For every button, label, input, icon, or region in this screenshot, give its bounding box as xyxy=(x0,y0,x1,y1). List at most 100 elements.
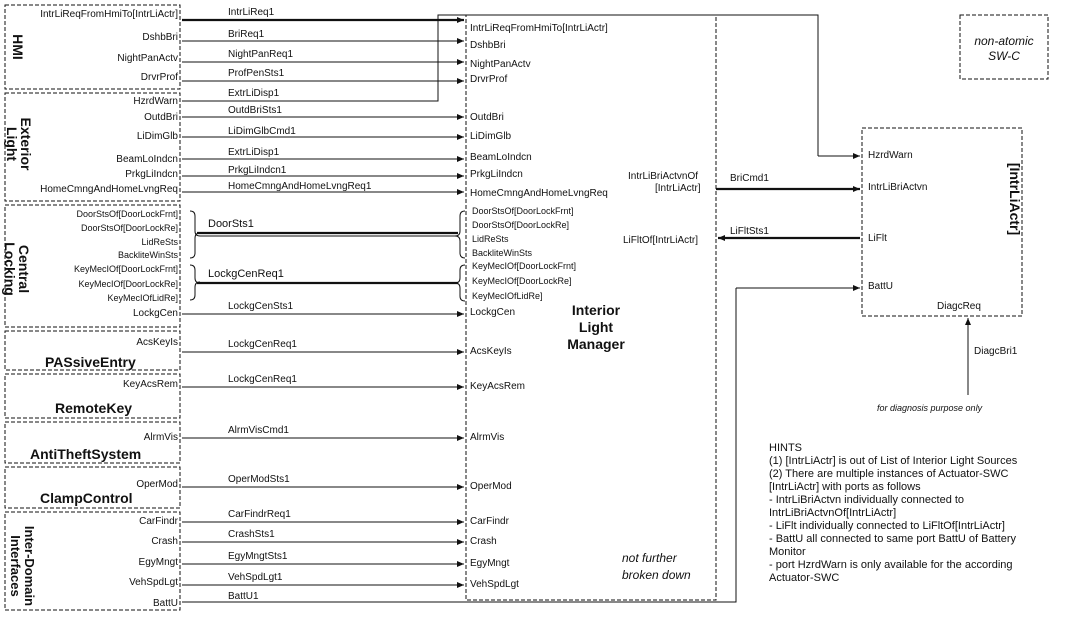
group-central-locking-label: Central Locking xyxy=(2,242,32,296)
manager-port: OutdBri xyxy=(470,112,504,123)
signal-label: ExtrLiDisp1 xyxy=(228,147,280,158)
manager-port: BackliteWinSts xyxy=(472,248,533,258)
signal-label: IntrLiReq1 xyxy=(228,7,275,18)
hints-block: HINTS (1) [IntrLiActr] is out of List of… xyxy=(769,442,1074,585)
hint-line: HINTS xyxy=(769,442,802,454)
manager-port: IntrLiReqFromHmiTo[IntrLiActr] xyxy=(470,23,608,34)
left-port: IntrLiReqFromHmiTo[IntrLiActr] xyxy=(40,9,178,20)
signal-label: LiFltSts1 xyxy=(730,226,769,237)
manager-port: DoorStsOf[DoorLockFrnt] xyxy=(472,206,574,216)
actuator-port: HzrdWarn xyxy=(868,150,913,161)
signal-label: BriReq1 xyxy=(228,29,265,40)
signal-label: DoorSts1 xyxy=(208,218,254,230)
left-port: BeamLoIndcn xyxy=(116,154,178,165)
left-port: LidReSts xyxy=(141,237,178,247)
left-port: NightPanActv xyxy=(117,53,178,64)
manager-port: Crash xyxy=(470,536,497,547)
signal-label: LockgCenSts1 xyxy=(228,301,294,312)
manager-out-bri-label-2: [IntrLiActr] xyxy=(655,183,701,194)
left-port: KeyMecIOf[DoorLockFrnt] xyxy=(73,264,178,274)
actuator-port: BattU xyxy=(868,281,894,292)
manager-port: AcsKeyIs xyxy=(470,346,512,357)
left-port: AlrmVis xyxy=(143,432,178,443)
hint-line: (1) [IntrLiActr] is out of List of Inter… xyxy=(769,455,1018,467)
signal-label: NightPanReq1 xyxy=(228,49,294,60)
manager-port: VehSpdLgt xyxy=(470,579,519,590)
left-port: KeyMecIOfLidRe] xyxy=(107,293,178,303)
left-port: KeyAcsRem xyxy=(122,379,178,390)
manager-port: KeyMecIOfLidRe] xyxy=(472,291,543,301)
signal-label: LockgCenReq1 xyxy=(208,268,284,280)
left-port: CarFindr xyxy=(139,516,178,527)
left-port: OutdBri xyxy=(144,112,178,123)
left-port: Crash xyxy=(151,536,178,547)
left-port: PrkgLiIndcn xyxy=(125,169,178,180)
manager-port: EgyMngt xyxy=(470,558,510,569)
left-port: DoorStsOf[DoorLockFrnt] xyxy=(76,209,178,219)
signal-label: LiDimGlbCmd1 xyxy=(228,126,296,137)
manager-port: BeamLoIndcn xyxy=(470,152,532,163)
manager-port: NightPanActv xyxy=(470,59,531,70)
signal-label: BriCmd1 xyxy=(730,173,769,184)
signal-label: ExtrLiDisp1 xyxy=(228,88,280,99)
left-port: KeyMecIOf[DoorLockRe] xyxy=(78,279,178,289)
left-port: BackliteWinSts xyxy=(117,250,178,260)
signal-label: LockgCenReq1 xyxy=(228,374,297,385)
signal-label: OperModSts1 xyxy=(228,474,290,485)
manager-title: Interior Light Manager xyxy=(567,302,625,352)
manager-port: KeyMecIOf[DoorLockFrnt] xyxy=(472,261,577,271)
manager-port: CarFindr xyxy=(470,516,509,527)
signal-label: PrkgLiIndcn1 xyxy=(228,165,287,176)
signal-label: HomeCmngAndHomeLvngReq1 xyxy=(228,181,372,192)
manager-port: LidReSts xyxy=(472,234,509,244)
group-hmi-label: HMI xyxy=(10,34,26,60)
manager-port: PrkgLiIndcn xyxy=(470,169,523,180)
signal-label: CrashSts1 xyxy=(228,529,275,540)
actuator-port: IntrLiBriActvn xyxy=(868,182,928,193)
left-port: OperMod xyxy=(136,479,178,490)
manager-note: not further broken down xyxy=(622,551,691,582)
actuator-title: [IntrLiActr] xyxy=(1007,162,1023,236)
diag-note: for diagnosis purpose only xyxy=(877,403,983,413)
left-port: DoorStsOf[DoorLockRe] xyxy=(80,223,178,233)
left-port: LiDimGlb xyxy=(136,131,178,142)
non-atomic-label: non-atomic SW-C xyxy=(974,34,1034,63)
hint-line: IntrLiBriActvnOf[IntrLiActr] xyxy=(769,507,897,519)
manager-port: HomeCmngAndHomeLvngReq xyxy=(470,188,608,199)
signal-label: BattU1 xyxy=(228,591,259,602)
hint-line: Monitor xyxy=(769,546,806,558)
actuator-port: DiagcReq xyxy=(937,301,981,312)
hint-line: - BattU all connected to same port BattU… xyxy=(769,533,1017,545)
hint-line: - port HzrdWarn is only available for th… xyxy=(769,559,1013,571)
left-port: DshbBri xyxy=(142,32,178,43)
left-port: HzrdWarn xyxy=(133,96,178,107)
left-port: DrvrProf xyxy=(140,72,178,83)
signal-label: AlrmVisCmd1 xyxy=(228,425,289,436)
left-port: EgyMngt xyxy=(138,557,178,568)
manager-port: OperMod xyxy=(470,481,512,492)
hint-line: [IntrLiActr] with ports as follows xyxy=(769,481,921,493)
manager-out-liflt-label: LiFltOf[IntrLiActr] xyxy=(623,235,699,246)
signal-label: DiagcBri1 xyxy=(974,346,1018,357)
left-port: AcsKeyIs xyxy=(136,337,178,348)
group-exterior-light-label: Exterior Light xyxy=(4,117,34,171)
manager-port: LiDimGlb xyxy=(470,131,512,142)
manager-port: DrvrProf xyxy=(470,74,508,85)
manager-port: DshbBri xyxy=(470,40,506,51)
left-port: LockgCen xyxy=(132,308,178,319)
signal-label: VehSpdLgt1 xyxy=(228,572,283,583)
hint-line: - IntrLiBriActvn individually connected … xyxy=(769,494,965,506)
manager-port: AlrmVis xyxy=(470,432,505,443)
left-port: HomeCmngAndHomeLvngReq xyxy=(40,184,178,195)
signal-label: EgyMngtSts1 xyxy=(228,551,288,562)
manager-port: KeyMecIOf[DoorLockRe] xyxy=(472,276,572,286)
signal-label: OutdBriSts1 xyxy=(228,105,282,116)
manager-port: KeyAcsRem xyxy=(470,381,526,392)
manager-port: LockgCen xyxy=(470,307,516,318)
hint-line: (2) There are multiple instances of Actu… xyxy=(769,468,1009,480)
group-clamp-control-label: ClampControl xyxy=(40,490,133,506)
left-port: VehSpdLgt xyxy=(129,577,178,588)
group-remote-key-label: RemoteKey xyxy=(55,400,133,416)
hint-line: Actuator-SWC xyxy=(769,572,840,584)
